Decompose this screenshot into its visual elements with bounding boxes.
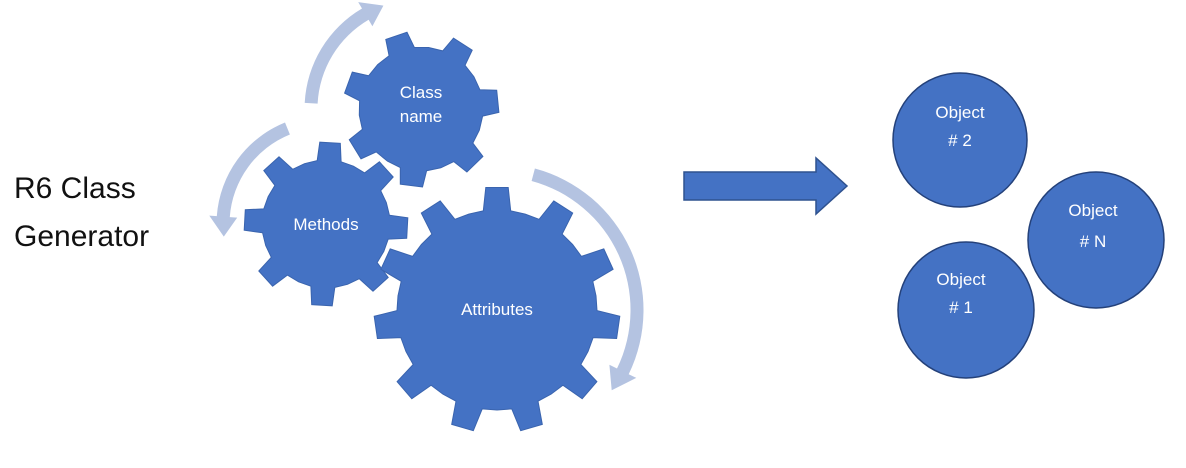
title-line-1: R6 Class	[14, 172, 136, 205]
gear-attributes: Attributes	[373, 187, 621, 432]
object-2-shape	[892, 72, 1028, 208]
object-n-circle: Object # N	[1027, 171, 1165, 309]
object-n-label-line-2: # N	[1080, 232, 1106, 251]
gear-class-name-label-line-2: name	[400, 107, 443, 126]
object-2-label-line-1: Object	[935, 103, 984, 122]
object-1-label-line-2: # 1	[949, 298, 973, 317]
gear-class-name-icon	[343, 31, 500, 188]
gear-class-name: Class name	[343, 31, 500, 188]
object-2-circle: Object # 2	[892, 72, 1028, 208]
gear-class-name-label-line-1: Class	[400, 83, 443, 102]
generator-title: R6 Class Generator	[14, 172, 149, 253]
title-line-2: Generator	[14, 220, 149, 253]
gear-methods: Methods	[243, 141, 409, 307]
cycle-arrow-right	[531, 168, 644, 391]
object-n-label-line-1: Object	[1068, 201, 1117, 220]
gear-attributes-icon	[373, 187, 621, 432]
object-1-shape	[897, 241, 1035, 379]
object-1-circle: Object # 1	[897, 241, 1035, 379]
cycle-arrow-left	[209, 122, 290, 237]
gear-methods-label: Methods	[293, 215, 358, 234]
gear-attributes-label: Attributes	[461, 300, 533, 319]
cycle-arrows	[209, 2, 644, 391]
object-1-label-line-1: Object	[936, 270, 985, 289]
object-n-shape	[1027, 171, 1165, 309]
cycle-arrow-top	[304, 2, 384, 104]
instantiation-arrow	[683, 156, 849, 216]
object-2-label-line-2: # 2	[948, 131, 972, 150]
gear-methods-icon	[243, 141, 409, 307]
